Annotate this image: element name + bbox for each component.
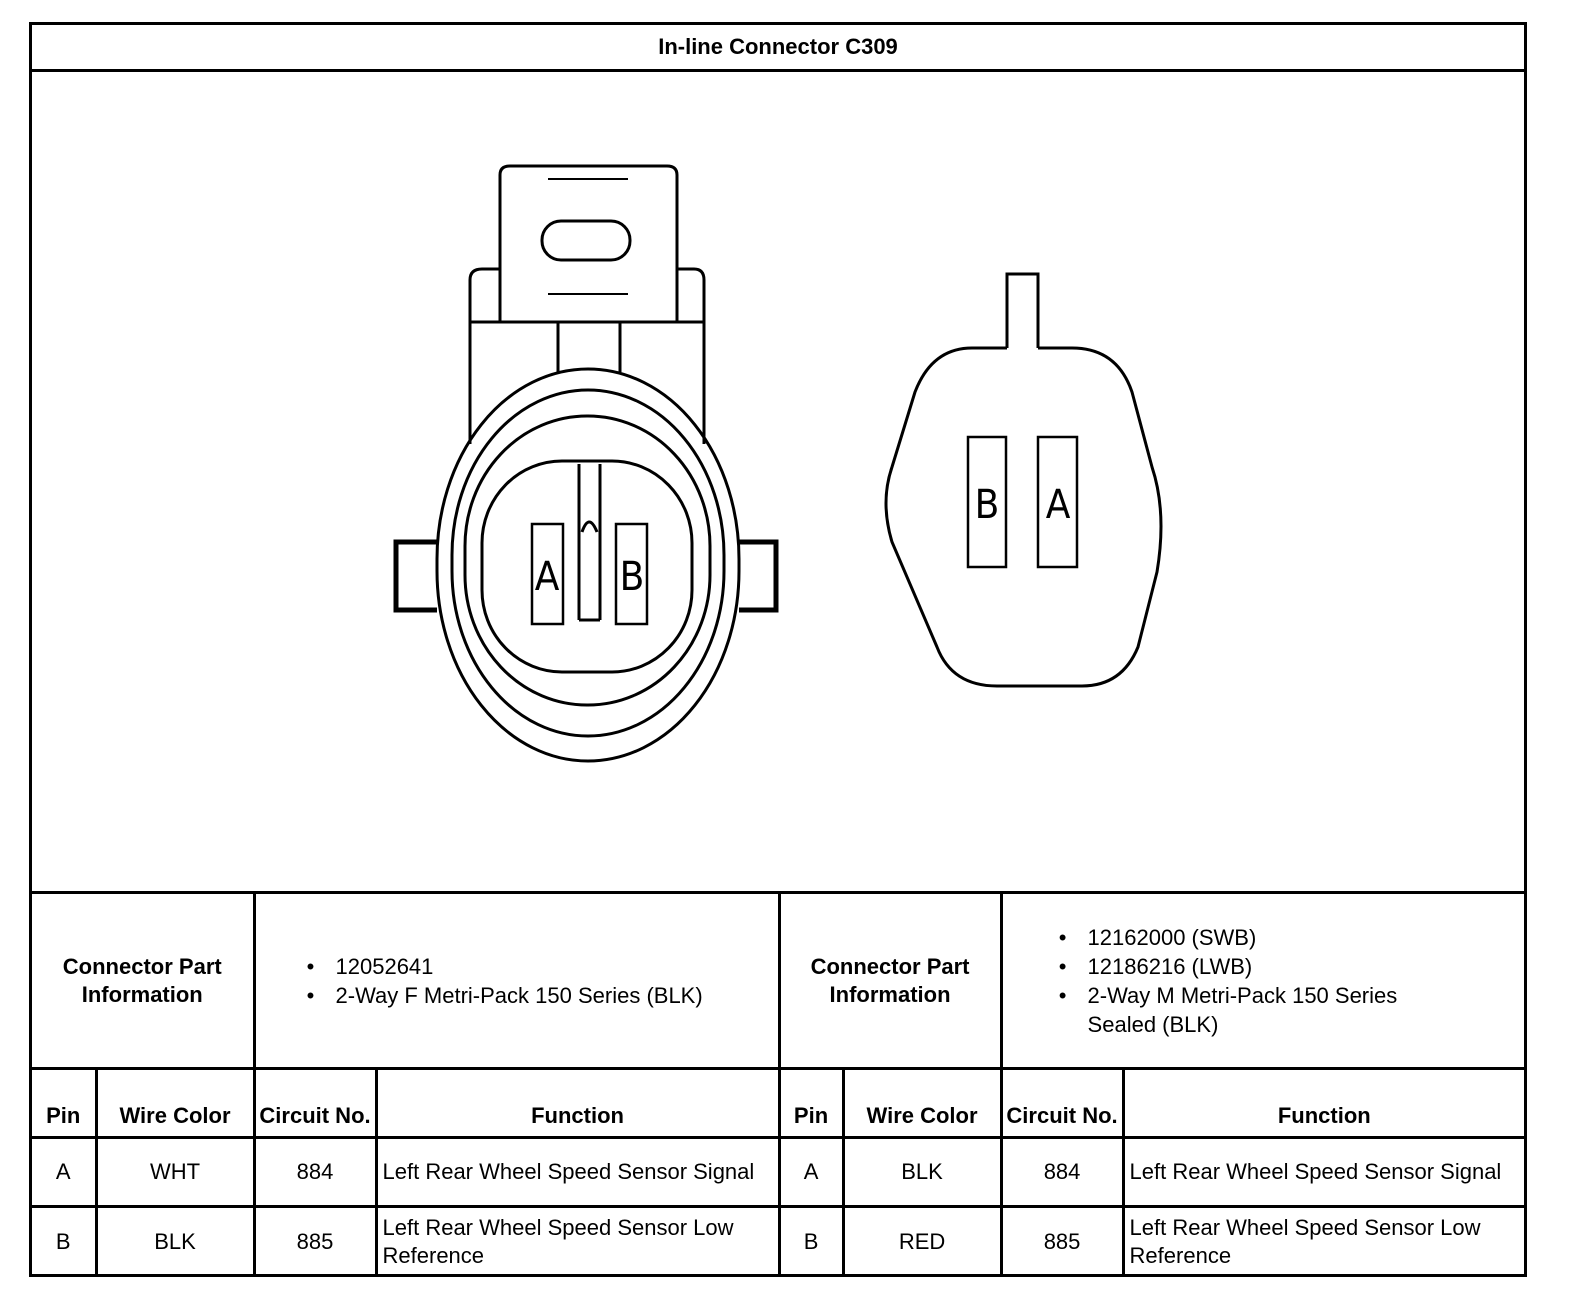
header-function: Function — [374, 1067, 781, 1139]
function-cell: Left Rear Wheel Speed Sensor Signal — [1121, 1136, 1525, 1208]
circuit-cell: 885 — [252, 1205, 378, 1276]
wire-color-cell: BLK — [94, 1205, 256, 1276]
header-circuit: Circuit No. — [999, 1067, 1125, 1139]
connector-illustration: A B B A — [393, 164, 1163, 763]
male-connector-drawing — [884, 272, 1163, 688]
header-pin: Pin — [32, 1067, 98, 1139]
circuit-cell: 884 — [252, 1136, 378, 1208]
header-function: Function — [1121, 1067, 1525, 1139]
connector-pinout-table: Connector Part Information •12052641 •2-… — [32, 891, 1525, 1276]
wire-color-cell: BLK — [841, 1136, 1003, 1208]
connector-diagram-frame: In-line Connector C309 — [29, 22, 1527, 1277]
wire-color-cell: WHT — [94, 1136, 256, 1208]
part-info-item: •2-Way F Metri-Pack 150 Series (BLK) — [306, 982, 703, 1008]
pin-cell: B — [32, 1205, 98, 1276]
wire-color-cell: RED — [841, 1205, 1003, 1276]
diagram-title: In-line Connector C309 — [32, 25, 1524, 72]
female-pin-label-b: B — [620, 554, 645, 600]
table-row: B BLK 885 Left Rear Wheel Speed Sensor L… — [32, 1205, 1525, 1276]
part-info-right: •12162000 (SWB) •12186216 (LWB) •2-Way M… — [999, 891, 1525, 1070]
part-info-item: •12162000 (SWB) — [1058, 924, 1257, 950]
function-cell: Left Rear Wheel Speed Sensor Low Referen… — [374, 1205, 781, 1276]
part-info-item: •12186216 (LWB) — [1058, 953, 1253, 979]
male-pin-label-b: B — [975, 482, 1000, 528]
part-info-item: •12052641 — [306, 953, 434, 979]
part-info-label-right: Connector Part Information — [777, 891, 1003, 1070]
header-pin: Pin — [777, 1067, 845, 1139]
part-info-row: Connector Part Information •12052641 •2-… — [32, 891, 1525, 1070]
function-cell: Left Rear Wheel Speed Sensor Signal — [374, 1136, 781, 1208]
part-info-left: •12052641 •2-Way F Metri-Pack 150 Series… — [252, 891, 781, 1070]
header-wire-color: Wire Color — [841, 1067, 1003, 1139]
circuit-cell: 884 — [999, 1136, 1125, 1208]
table-header-row: Pin Wire Color Circuit No. Function Pin … — [32, 1067, 1525, 1139]
part-info-label-left: Connector Part Information — [32, 891, 256, 1070]
table-row: A WHT 884 Left Rear Wheel Speed Sensor S… — [32, 1136, 1525, 1208]
pin-cell: A — [777, 1136, 845, 1208]
connector-drawing-area: A B B A — [32, 72, 1524, 892]
circuit-cell: 885 — [999, 1205, 1125, 1276]
female-connector-drawing — [393, 164, 779, 763]
header-wire-color: Wire Color — [94, 1067, 256, 1139]
pin-cell: A — [32, 1136, 98, 1208]
pin-cell: B — [777, 1205, 845, 1276]
part-info-item: •2-Way M Metri-Pack 150 Series Sealed (B… — [1058, 982, 1398, 1037]
male-pin-label-a: A — [1046, 482, 1071, 528]
female-pin-label-a: A — [535, 554, 560, 600]
function-cell: Left Rear Wheel Speed Sensor Low Referen… — [1121, 1205, 1525, 1276]
header-circuit: Circuit No. — [252, 1067, 378, 1139]
